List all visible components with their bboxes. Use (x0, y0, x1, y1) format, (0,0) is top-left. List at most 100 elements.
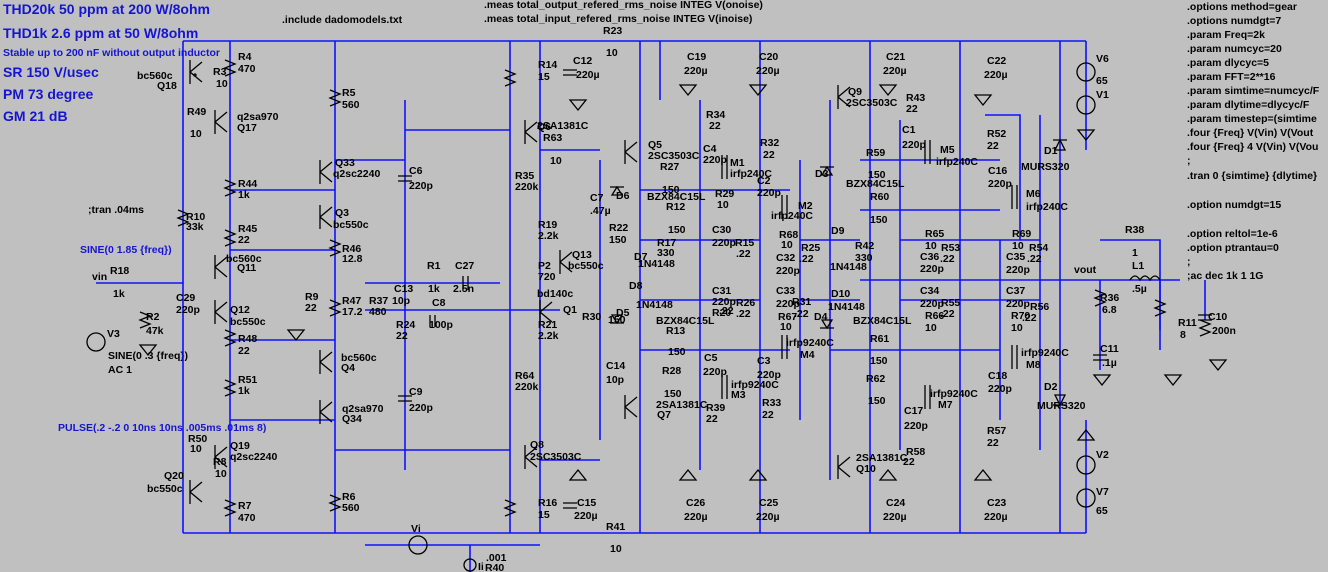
component[interactable]: R53.22 (940, 242, 960, 265)
net-label-vin[interactable]: vin (92, 271, 107, 283)
sine-source-label[interactable]: SINE(0 1.85 {freq}) (80, 244, 172, 256)
component[interactable]: R31.22 (792, 296, 811, 320)
component[interactable]: L1.5µ (1132, 260, 1147, 295)
include-directive[interactable]: .include dadomodels.txt (282, 14, 403, 26)
component[interactable]: R25.22 (799, 242, 820, 265)
component[interactable]: V3 (107, 328, 120, 340)
pulse-source-label[interactable]: PULSE(.2 -.2 0 10ns 10ns .005ms .01ms 8) (58, 422, 266, 434)
probe-label-ii[interactable]: Ii (478, 561, 484, 572)
component[interactable]: R40.001 (485, 552, 507, 572)
component[interactable]: R55.22 (940, 297, 960, 320)
component[interactable]: R15.22 (735, 237, 754, 260)
meas-directive[interactable]: .meas total_output_refered_rms_noise INT… (484, 0, 763, 11)
right-directives[interactable]: .options method=gear .options numdgt=7 .… (1187, 1, 1320, 282)
